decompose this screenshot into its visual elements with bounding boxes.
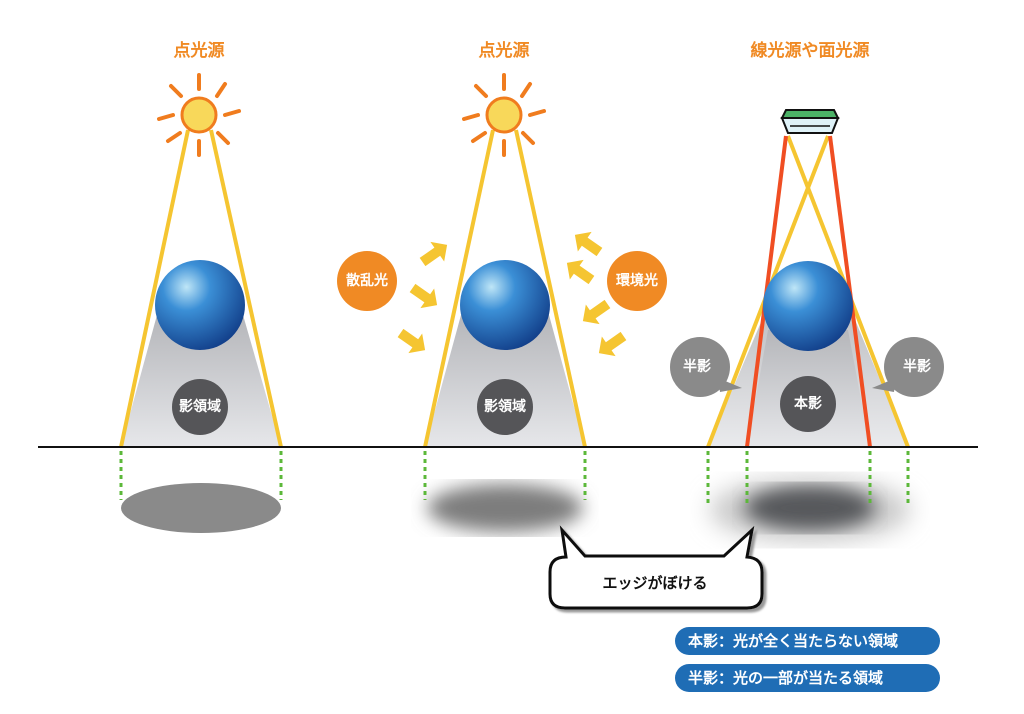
title-area-light: 線光源や面光源 xyxy=(751,40,870,61)
panel-point-light-1: 影領域 xyxy=(119,73,283,500)
sphere xyxy=(155,260,245,350)
sun-icon xyxy=(462,73,546,157)
label-shadow-region-1: 影領域 xyxy=(179,398,221,415)
sphere xyxy=(460,260,550,350)
legend-penumbra-text: 半影：光の一部が当たる領域 xyxy=(688,669,883,687)
arrow-icon xyxy=(568,224,607,262)
title-point-light-2: 点光源 xyxy=(479,40,530,61)
panel-area-light: 本影 半影 半影 xyxy=(670,109,944,505)
sphere xyxy=(763,261,853,351)
legend-penumbra xyxy=(675,664,940,692)
title-point-light-1: 点光源 xyxy=(174,40,225,61)
label-ambient-light: 環境光 xyxy=(616,272,658,289)
arrow-icon xyxy=(405,278,444,316)
sun-icon xyxy=(157,73,241,157)
arrow-icon xyxy=(592,326,631,364)
callout-bubble xyxy=(548,525,764,610)
panel-point-light-2: 影領域 散乱光 環境光 xyxy=(337,73,667,500)
label-penumbra-left: 半影 xyxy=(683,358,711,375)
soft-shadow xyxy=(427,484,583,532)
arrow-icon xyxy=(576,294,615,332)
arrow-icon xyxy=(415,234,454,272)
lamp-icon xyxy=(780,109,840,134)
label-umbra: 本影 xyxy=(794,395,822,412)
callout-text: エッジがぼける xyxy=(602,574,707,592)
arrow-icon xyxy=(393,323,432,361)
arrow-icon xyxy=(560,252,599,290)
label-shadow-region-2: 影領域 xyxy=(484,398,526,415)
hard-shadow xyxy=(121,483,281,533)
legend-umbra xyxy=(675,627,940,655)
umbra-shadow xyxy=(745,486,875,530)
legend-umbra-text: 本影：光が全く当たらない領域 xyxy=(688,632,898,650)
label-penumbra-right: 半影 xyxy=(903,358,931,375)
label-scattered-light: 散乱光 xyxy=(346,272,388,289)
